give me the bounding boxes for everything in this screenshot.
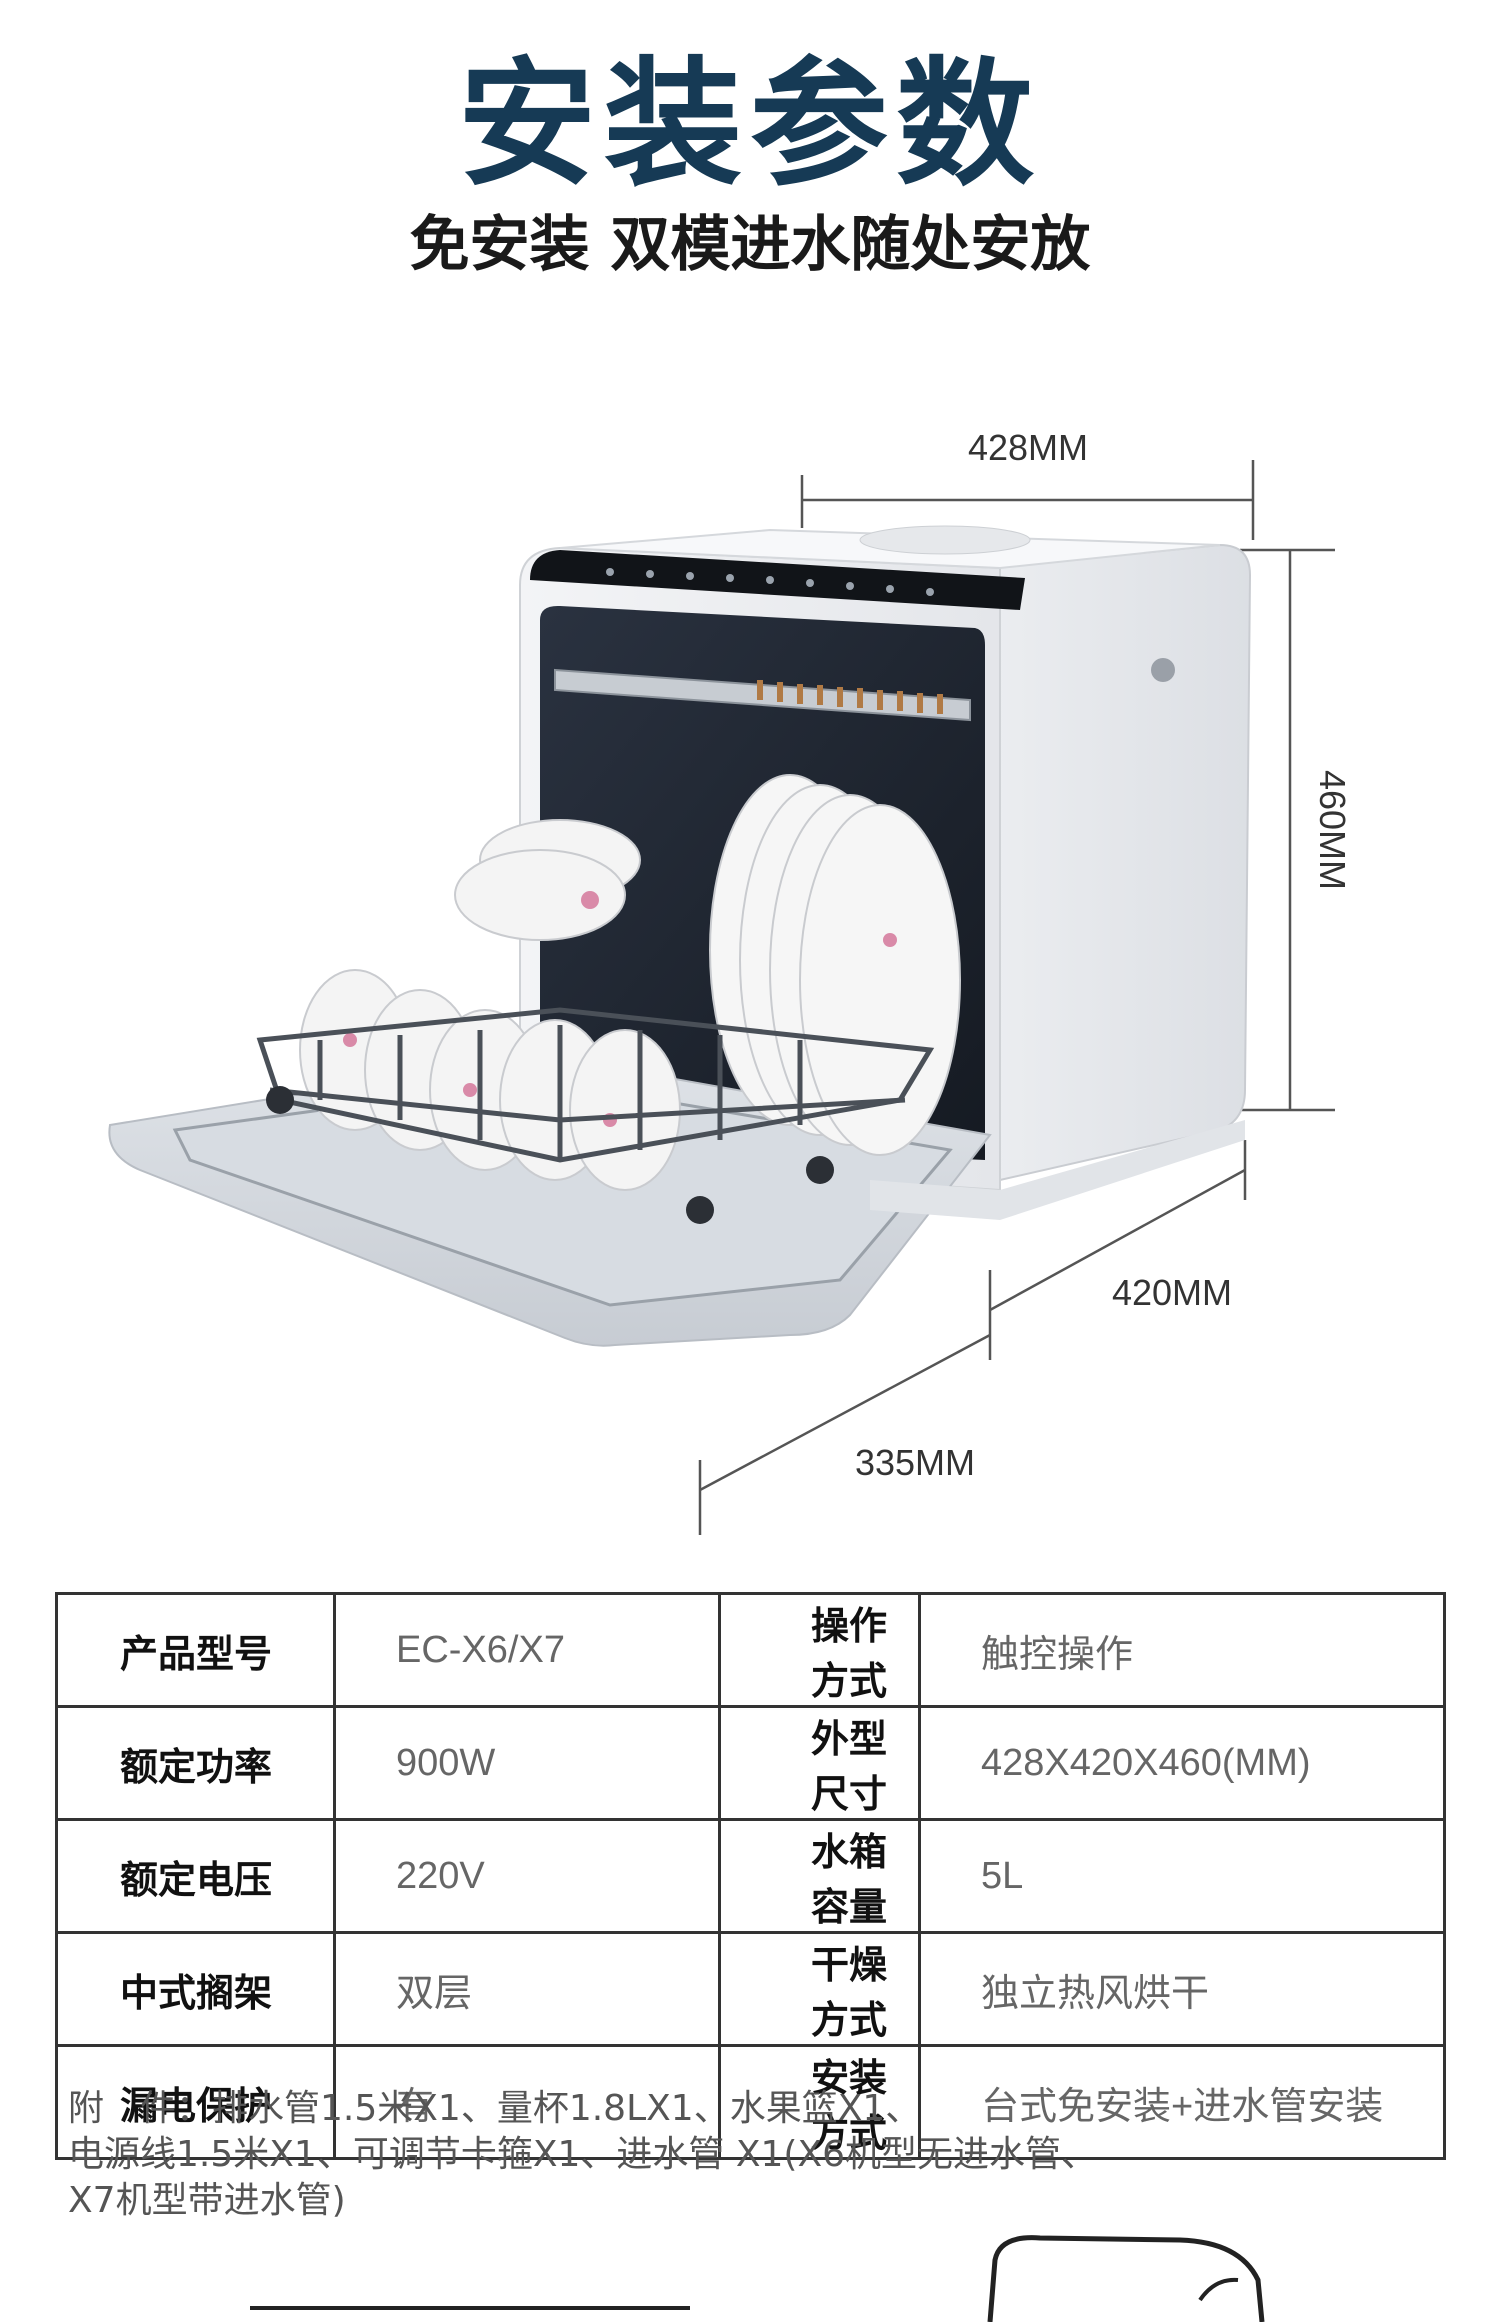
page-subtitle: 免安装 双模进水随处安放 <box>409 210 1091 280</box>
spec-label: 额定功率 <box>55 1705 336 1821</box>
spec-label: 中式搁架 <box>55 1931 336 2047</box>
spec-label: 操作方式 <box>718 1592 921 1708</box>
spec-label: 漏电保护 <box>55 2044 336 2160</box>
spec-label: 外型尺寸 <box>718 1705 921 1821</box>
dim-door-label: 335MM <box>855 1442 975 1483</box>
spec-value: 双层 <box>333 1931 721 2047</box>
spec-label: 干燥方式 <box>718 1931 921 2047</box>
spec-value: 428X420X460(MM) <box>918 1705 1446 1821</box>
spec-value: 900W <box>333 1705 721 1821</box>
spec-label: 安装方式 <box>718 2044 921 2160</box>
accessories-line-2: 电源线1.5米X1、可调节卡箍X1、进水管 X1(X6机型无进水管、 <box>68 2134 1098 2175</box>
dim-depth-label: 420MM <box>1112 1272 1232 1313</box>
spec-value: 5L <box>918 1818 1446 1934</box>
dimension-lines <box>698 460 1335 1535</box>
page-title: 安装参数 <box>457 42 1042 205</box>
spec-value: 有 <box>333 2044 721 2160</box>
spec-row: 漏电保护有安装方式台式免安装+进水管安装 <box>55 2044 1446 2160</box>
spec-value: 触控操作 <box>918 1592 1446 1708</box>
spec-label: 水箱容量 <box>718 1818 921 1934</box>
dishwasher-illustration: 428MM 460MM 420MM 335MM <box>108 427 1353 1535</box>
spec-value: 220V <box>333 1818 721 1934</box>
accessories-line-1: 附 件：排水管1.5米X1、量杯1.8LX1、水果篮X1、 <box>68 2088 922 2129</box>
spec-value: 台式免安装+进水管安装 <box>918 2044 1446 2160</box>
dim-height-label: 460MM <box>1312 770 1353 890</box>
spec-label: 额定电压 <box>55 1818 336 1934</box>
accessories-note: 附 件：排水管1.5米X1、量杯1.8LX1、水果篮X1、 电源线1.5米X1、… <box>68 2086 1368 2224</box>
spec-value: EC-X6/X7 <box>333 1592 721 1708</box>
accessories-line-3: X7机型带进水管) <box>68 2180 346 2221</box>
dim-width-label: 428MM <box>968 427 1088 468</box>
spec-row: 中式搁架双层干燥方式独立热风烘干 <box>55 1931 1446 2047</box>
spec-label: 产品型号 <box>55 1592 336 1708</box>
accessory-sketch <box>250 2235 1265 2322</box>
spec-value: 独立热风烘干 <box>918 1931 1446 2047</box>
